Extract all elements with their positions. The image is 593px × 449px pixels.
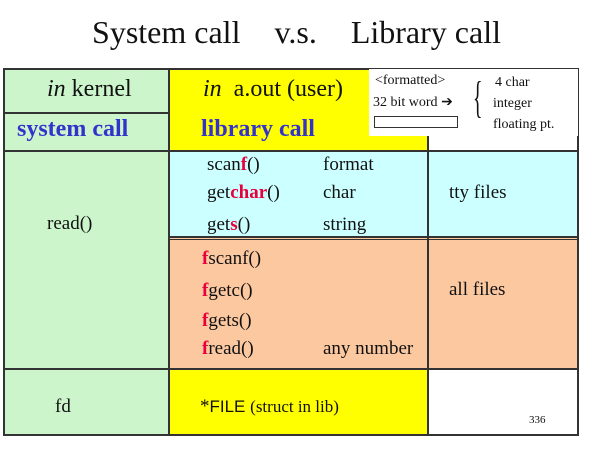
- divider-v2: [427, 70, 429, 434]
- fgetc-post: getc(): [208, 280, 253, 301]
- word-box: [374, 116, 458, 128]
- divider-v1: [168, 70, 170, 434]
- tty-files-label: tty files: [449, 182, 507, 203]
- divider-h2: [168, 236, 577, 238]
- files-row: [170, 238, 577, 368]
- kernel-text: kernel: [71, 76, 132, 102]
- callout-formatted: <formatted>: [375, 73, 446, 88]
- kernel-header: in kernel: [47, 76, 132, 103]
- scanf-pre: scan: [207, 154, 241, 175]
- file-struct-cell: [170, 370, 427, 434]
- func-scanf: scanf(): [207, 154, 260, 176]
- callout-type-char: 4 char: [495, 75, 530, 90]
- user-text: a.out (user): [233, 76, 343, 102]
- bottom-right-cell: [429, 370, 577, 434]
- callout-word: 32 bit word ➔: [373, 94, 453, 111]
- getchar-hl: char: [230, 182, 268, 203]
- divider-h3: [5, 368, 577, 370]
- fread-post: read(): [208, 338, 254, 359]
- gets-hl: s: [230, 214, 238, 235]
- desc-any-number: any number: [323, 338, 414, 359]
- slide-title: System call v.s. Library call: [0, 14, 593, 51]
- title-vs: v.s.: [274, 14, 317, 50]
- gets-pre: get: [207, 214, 231, 235]
- func-fscanf: fscanf(): [202, 248, 261, 270]
- user-header: in a.out (user): [203, 76, 343, 103]
- desc-format: format: [323, 154, 374, 175]
- library-call-label: library call: [201, 116, 315, 142]
- desc-string: string: [323, 214, 367, 235]
- comparison-table: in kernel system call in a.out (user) li…: [3, 68, 579, 436]
- title-system-call: System call: [92, 14, 241, 50]
- func-getchar: getchar(): [207, 182, 280, 204]
- fgetc-hl: f: [202, 280, 209, 301]
- read-label: read(): [47, 213, 93, 234]
- brace-icon: {: [473, 73, 483, 122]
- file-note: (struct in lib): [250, 397, 339, 416]
- page-number: 336: [529, 414, 546, 426]
- fgets-post: gets(): [208, 310, 252, 331]
- desc-char: char: [323, 182, 356, 203]
- fscanf-post: scanf(): [208, 248, 262, 269]
- scanf-hl: f: [240, 154, 248, 175]
- callout-type-integer: integer: [493, 96, 532, 111]
- divider-h1: [5, 150, 577, 152]
- fd-label: fd: [55, 396, 71, 417]
- user-italic: in: [203, 76, 222, 102]
- kernel-column: [5, 70, 168, 434]
- title-library-call: Library call: [350, 14, 501, 50]
- func-fgets: fgets(): [202, 310, 252, 332]
- divider-h2b: [168, 239, 577, 240]
- callout-type-float: floating pt.: [493, 117, 555, 132]
- file-star: *: [200, 396, 210, 417]
- callout-word-text: 32 bit word: [373, 95, 438, 110]
- gets-post: (): [237, 214, 251, 235]
- fgets-hl: f: [202, 310, 209, 331]
- getchar-pre: get: [207, 182, 231, 203]
- fread-hl: f: [202, 338, 209, 359]
- scanf-post: (): [247, 154, 260, 175]
- kernel-italic: in: [47, 76, 66, 102]
- func-gets: gets(): [207, 214, 250, 236]
- func-fread: fread(): [202, 338, 254, 360]
- func-fgetc: fgetc(): [202, 280, 253, 302]
- fscanf-hl: f: [202, 248, 209, 269]
- getchar-post: (): [267, 182, 280, 203]
- file-struct-label: *FILE (struct in lib): [200, 396, 339, 418]
- file-word: FILE: [209, 397, 246, 416]
- divider-h-kernel: [5, 112, 168, 114]
- tty-row: [170, 152, 577, 236]
- arrow-right-icon: ➔: [441, 95, 453, 110]
- all-files-label: all files: [449, 279, 506, 300]
- system-call-label: system call: [17, 116, 129, 142]
